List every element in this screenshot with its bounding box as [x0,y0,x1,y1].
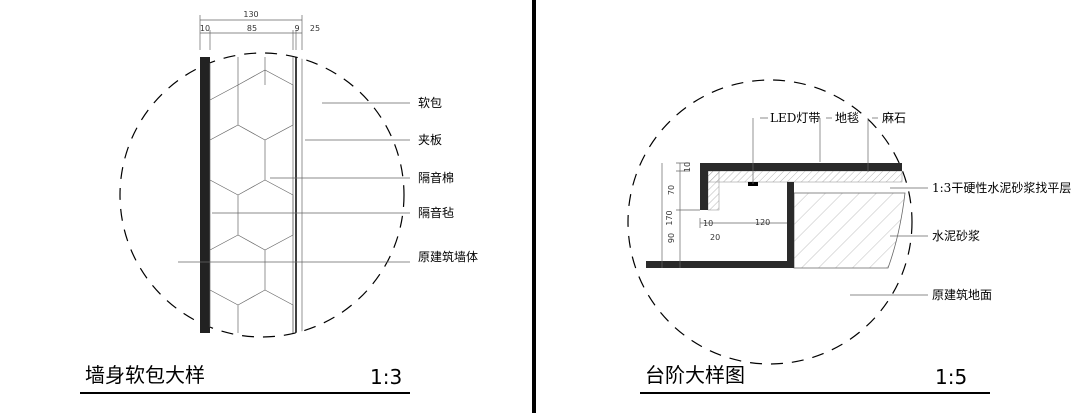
label-cement-mortar: 水泥砂浆 [932,228,980,243]
label-leveling-layer: 1:3干硬性水泥砂浆找平层 [932,180,1071,195]
label-original-wall: 原建筑墙体 [418,249,478,264]
dim-hex: 85 [247,24,257,33]
left-title: 墙身软包大样 [85,363,205,387]
right-scale: 1:5 [935,365,967,389]
dim-wall: 10 [200,24,210,33]
dim-w3: 120 [755,218,770,227]
wall-detail: 130 10 85 9 25 软包 夹板 隔音棉 隔音毡 原建筑墙体 墙身软包大… [80,10,478,394]
step-detail: 170 10 70 90 10 20 120 LED灯带 地毯 麻石 1:3干硬… [627,79,1071,394]
right-title-underline [640,392,990,394]
left-title-underline [80,392,410,394]
left-scale: 1:3 [370,365,402,389]
stone-layer [707,170,903,183]
panel-divider [532,0,536,413]
dim-w1: 10 [703,219,713,228]
label-plywood: 夹板 [418,133,442,147]
dim-h2: 70 [667,185,676,195]
label-soft-pack: 软包 [418,96,442,110]
label-sound-cotton: 隔音棉 [418,170,454,185]
base-slab [646,261,794,268]
dim-total: 130 [243,10,258,19]
dim-h1: 10 [683,162,692,172]
riser [787,182,794,268]
label-granite: 麻石 [882,110,906,125]
dim-w2: 20 [710,233,720,242]
dim-soft: 25 [310,24,320,33]
mortar-block [793,192,906,269]
detail-circle [119,52,405,338]
dim-h3: 90 [667,233,676,243]
hexagon-panel [209,57,303,333]
label-carpet: 地毯 [835,111,859,125]
label-sound-felt: 隔音毡 [418,205,454,220]
detail-circle-right [627,79,913,365]
carpet [700,163,902,171]
label-led-strip: LED灯带 [770,111,820,125]
wall-board [200,57,210,333]
label-original-floor: 原建筑地面 [932,287,992,302]
right-title: 台阶大样图 [645,363,745,387]
dim-170: 170 [665,210,674,225]
dim-felt: 9 [294,24,299,33]
